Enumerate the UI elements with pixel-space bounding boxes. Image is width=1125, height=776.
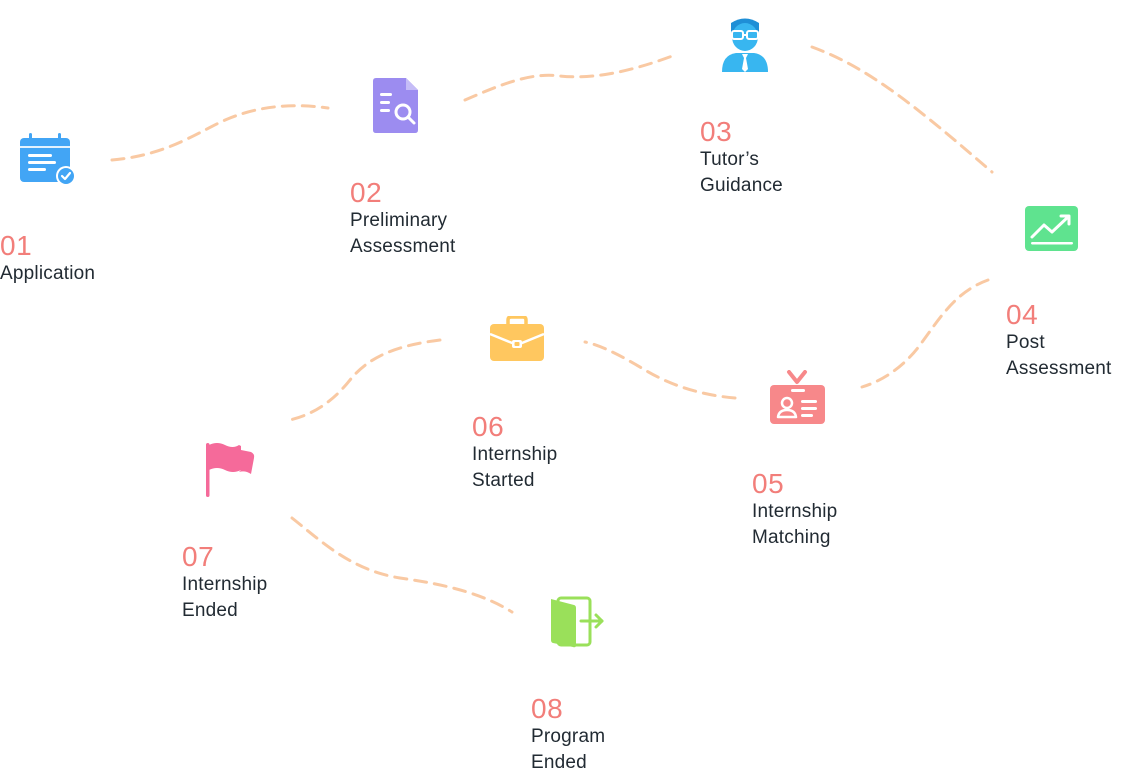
connector-02-03	[463, 53, 677, 102]
step-number: 05	[752, 468, 785, 499]
step-title: Tutor’s Guidance	[700, 149, 783, 196]
step-title: Program Ended	[531, 726, 606, 773]
id-badge-icon	[770, 370, 825, 424]
step-title: Post Assessment	[1006, 332, 1112, 379]
step-number: 04	[1006, 299, 1039, 330]
step-number: 02	[350, 177, 383, 208]
step-title: Application	[0, 263, 96, 284]
clipboard-check-icon	[20, 133, 76, 186]
step-number: 08	[531, 693, 564, 724]
step-02: 02 Preliminary Assessment	[350, 178, 490, 260]
document-search-icon	[373, 78, 418, 133]
step-01: 01 Application	[0, 231, 140, 287]
tutor-icon	[722, 18, 768, 72]
briefcase-icon	[489, 316, 545, 361]
connector-01-02	[110, 104, 330, 162]
step-number: 07	[182, 541, 215, 572]
step-06: 06 Internship Started	[472, 412, 582, 494]
step-title: Preliminary Assessment	[350, 210, 456, 257]
exit-door-icon	[551, 596, 604, 648]
flag-icon	[206, 443, 255, 497]
step-05: 05 Internship Matching	[752, 469, 862, 551]
step-title: Internship Started	[472, 444, 558, 491]
connector-06-07	[288, 338, 442, 422]
connector-04-05	[860, 278, 990, 389]
step-07: 07 Internship Ended	[182, 542, 292, 624]
step-04: 04 Post Assessment	[1006, 300, 1124, 382]
step-03: 03 Tutor’s Guidance	[700, 117, 810, 199]
step-number: 03	[700, 116, 733, 147]
step-08: 08 Program Ended	[531, 694, 631, 776]
connector-07-08	[290, 516, 514, 614]
step-title: Internship Matching	[752, 501, 838, 548]
step-number: 01	[0, 230, 33, 261]
trend-chart-icon	[1025, 206, 1078, 251]
step-number: 06	[472, 411, 505, 442]
connector-05-06	[583, 340, 737, 400]
connector-03-04	[810, 45, 994, 174]
step-title: Internship Ended	[182, 574, 268, 621]
